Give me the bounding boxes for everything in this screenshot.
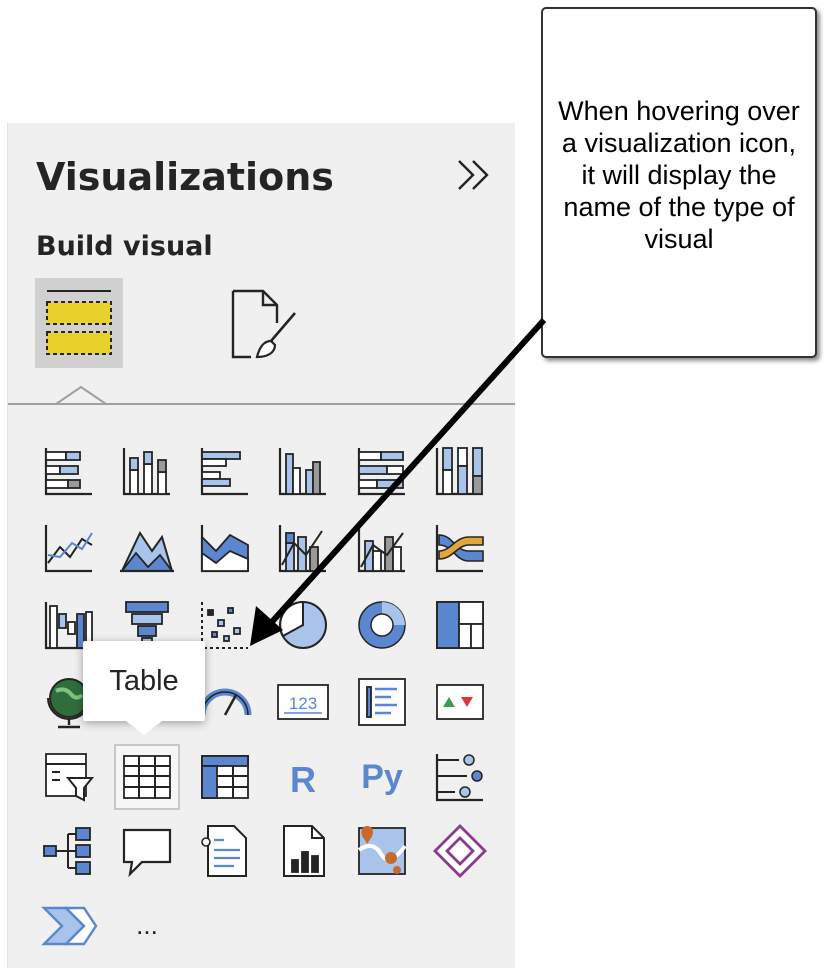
donut-chart-icon bbox=[358, 601, 406, 649]
format-visual-tab[interactable] bbox=[223, 283, 303, 363]
visual-ribbon-chart[interactable] bbox=[429, 517, 491, 579]
visual-r-script-visual[interactable]: R bbox=[272, 746, 334, 808]
visual-table[interactable] bbox=[114, 744, 180, 810]
pane-title: Visualizations bbox=[36, 155, 334, 199]
visual-stacked-column-chart[interactable] bbox=[116, 440, 178, 502]
tooltip-pointer bbox=[126, 721, 162, 735]
line-and-stacked-column-chart-icon bbox=[278, 525, 326, 573]
divider bbox=[8, 403, 515, 405]
stacked-bar-chart-icon bbox=[44, 448, 92, 496]
double-chevron-right-icon[interactable] bbox=[453, 153, 497, 197]
scatter-chart-icon bbox=[201, 602, 248, 649]
key-influencers-icon bbox=[435, 754, 483, 802]
waterfall-chart-icon bbox=[44, 602, 93, 650]
visual-decomposition-tree[interactable] bbox=[38, 820, 100, 882]
stacked-area-chart-icon bbox=[200, 525, 249, 573]
visual-scatter-chart[interactable] bbox=[194, 594, 256, 656]
stacked-column-chart-icon bbox=[122, 448, 170, 496]
active-tab-notch bbox=[56, 385, 106, 405]
visual-python-visual[interactable]: Py bbox=[351, 746, 413, 808]
100-stacked-column-chart-icon bbox=[435, 447, 483, 496]
power-apps-icon bbox=[433, 824, 487, 878]
visual-line-chart[interactable] bbox=[38, 517, 100, 579]
line-and-clustered-column-chart-icon bbox=[357, 525, 405, 573]
r-script-visual-icon: R bbox=[290, 759, 316, 800]
multi-row-card-icon bbox=[358, 678, 406, 726]
visual-100-stacked-column-chart[interactable] bbox=[429, 440, 491, 502]
visual-line-and-clustered-column-chart[interactable] bbox=[351, 517, 413, 579]
clustered-column-chart-icon bbox=[278, 448, 326, 496]
treemap-icon bbox=[436, 601, 484, 649]
visual-multi-row-card[interactable] bbox=[351, 671, 413, 733]
visual-donut-chart[interactable] bbox=[351, 594, 413, 656]
slicer-icon bbox=[45, 753, 95, 802]
visual-matrix[interactable] bbox=[194, 746, 256, 808]
visual-line-and-stacked-column-chart[interactable] bbox=[272, 517, 334, 579]
power-automate-icon bbox=[41, 906, 98, 946]
visual-clustered-column-chart[interactable] bbox=[272, 440, 334, 502]
more-visuals-icon: ... bbox=[136, 910, 158, 940]
smart-narrative-icon bbox=[201, 825, 247, 877]
matrix-icon bbox=[201, 755, 249, 799]
visual-clustered-bar-chart[interactable] bbox=[194, 440, 256, 502]
card-icon: 123 bbox=[277, 684, 329, 720]
100-stacked-bar-chart-icon bbox=[357, 448, 405, 496]
visual-key-influencers[interactable] bbox=[429, 746, 491, 808]
azure-map-icon bbox=[357, 826, 407, 875]
visual-smart-narrative[interactable] bbox=[194, 820, 256, 882]
tooltip: Table bbox=[83, 641, 205, 721]
visual-power-automate[interactable] bbox=[38, 896, 100, 958]
decomposition-tree-icon bbox=[43, 827, 91, 875]
format-visual-icon bbox=[231, 289, 296, 359]
tooltip-label: Table bbox=[109, 664, 179, 697]
kpi-icon bbox=[436, 684, 484, 720]
qa-icon bbox=[122, 828, 172, 878]
svg-text:R: R bbox=[290, 759, 316, 800]
build-visual-icon bbox=[46, 290, 112, 355]
python-visual-icon: Py bbox=[361, 758, 403, 796]
visual-treemap[interactable] bbox=[429, 594, 491, 656]
svg-text:Py: Py bbox=[361, 758, 403, 796]
table-icon bbox=[123, 755, 171, 799]
visual-stacked-bar-chart[interactable] bbox=[38, 440, 100, 502]
visual-pie-chart[interactable] bbox=[272, 594, 334, 656]
visual-qa[interactable] bbox=[116, 820, 178, 882]
paginated-report-icon bbox=[283, 825, 325, 877]
ribbon-chart-icon bbox=[435, 525, 484, 573]
visual-more-visuals[interactable]: ... bbox=[116, 896, 178, 958]
visual-power-apps[interactable] bbox=[429, 820, 491, 882]
visual-100-stacked-bar-chart[interactable] bbox=[351, 440, 413, 502]
visual-stacked-area-chart[interactable] bbox=[194, 517, 256, 579]
svg-text:...: ... bbox=[136, 910, 158, 940]
pie-chart-icon bbox=[279, 600, 327, 649]
visual-slicer[interactable] bbox=[38, 746, 100, 808]
build-visual-label: Build visual bbox=[36, 231, 213, 262]
clustered-bar-chart-icon bbox=[200, 448, 248, 496]
callout-box: When hovering over a visualization icon,… bbox=[541, 7, 817, 358]
visual-paginated-report[interactable] bbox=[272, 820, 334, 882]
callout-text: When hovering over a visualization icon,… bbox=[558, 96, 800, 254]
visual-kpi[interactable] bbox=[429, 671, 491, 733]
visual-area-chart[interactable] bbox=[116, 517, 178, 579]
visual-waterfall-chart[interactable] bbox=[38, 594, 100, 656]
visual-azure-map[interactable] bbox=[351, 820, 413, 882]
svg-text:123: 123 bbox=[289, 694, 317, 713]
visual-card[interactable]: 123 bbox=[272, 671, 334, 733]
build-visual-tab[interactable] bbox=[35, 278, 123, 368]
area-chart-icon bbox=[120, 530, 174, 573]
line-chart-icon bbox=[44, 525, 93, 573]
